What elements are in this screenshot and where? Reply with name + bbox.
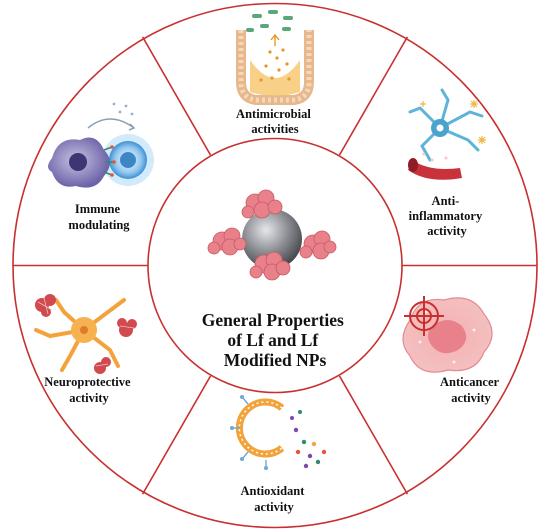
segment-neuroprotective: Neuroprotective activity: [34, 294, 137, 405]
center-title-line-3: Modified NPs: [224, 350, 327, 370]
anticancer-label-line-1: Anticancer: [440, 375, 499, 389]
antimicrobial-label-line-1: Antimicrobial: [236, 107, 311, 121]
segment-anti-inflammatory: Anti- inflammatory activity: [408, 88, 486, 238]
immune-label-line-2: modulating: [68, 218, 130, 232]
neuroprotective-label-line-2: activity: [69, 391, 109, 405]
anti-inflammatory-label-line-2: inflammatory: [409, 209, 483, 223]
antioxidant-label: Antioxidant activity: [240, 484, 307, 514]
anticancer-label-line-2: activity: [451, 391, 491, 405]
center-title: General Properties of Lf and Lf Modified…: [202, 310, 348, 370]
segment-antimicrobial: Antimicrobial activities: [236, 10, 314, 136]
immune-label-line-1: Immune: [75, 202, 121, 216]
anti-inflammatory-label: Anti- inflammatory activity: [409, 194, 486, 238]
center-title-line-2: of Lf and Lf: [227, 330, 318, 350]
antioxidant-label-line-1: Antioxidant: [240, 484, 305, 498]
liposome-antioxidant-icon: [230, 395, 327, 470]
antioxidant-label-line-2: activity: [254, 500, 294, 514]
segment-antioxidant: Antioxidant activity: [230, 395, 327, 514]
immune-cells-interaction-icon: [48, 102, 154, 188]
neuroprotective-label-line-1: Neuroprotective: [44, 375, 131, 389]
segment-anticancer: Anticancer activity: [402, 296, 502, 405]
targeted-cancer-cell-icon: [402, 296, 493, 373]
center-title-line-1: General Properties: [202, 310, 344, 330]
neuron-blood-vessel-icon: [408, 88, 486, 180]
intestinal-villus-bacteria-icon: [236, 10, 314, 105]
antimicrobial-label: Antimicrobial activities: [236, 107, 314, 136]
segment-immune-modulating: Immune modulating: [48, 102, 154, 232]
anti-inflammatory-label-line-1: Anti-: [432, 194, 460, 208]
anti-inflammatory-label-line-3: activity: [427, 224, 467, 238]
neuroprotective-label: Neuroprotective activity: [44, 375, 133, 405]
center-hub: General Properties of Lf and Lf Modified…: [202, 189, 348, 370]
antimicrobial-label-line-2: activities: [251, 122, 298, 136]
immune-label: Immune modulating: [68, 202, 130, 232]
neuron-with-protein-aggregates-icon: [34, 294, 137, 374]
divider-lines: [13, 36, 537, 495]
lactoferrin-nanoparticle-icon: [207, 189, 337, 281]
anticancer-label: Anticancer activity: [440, 375, 502, 405]
